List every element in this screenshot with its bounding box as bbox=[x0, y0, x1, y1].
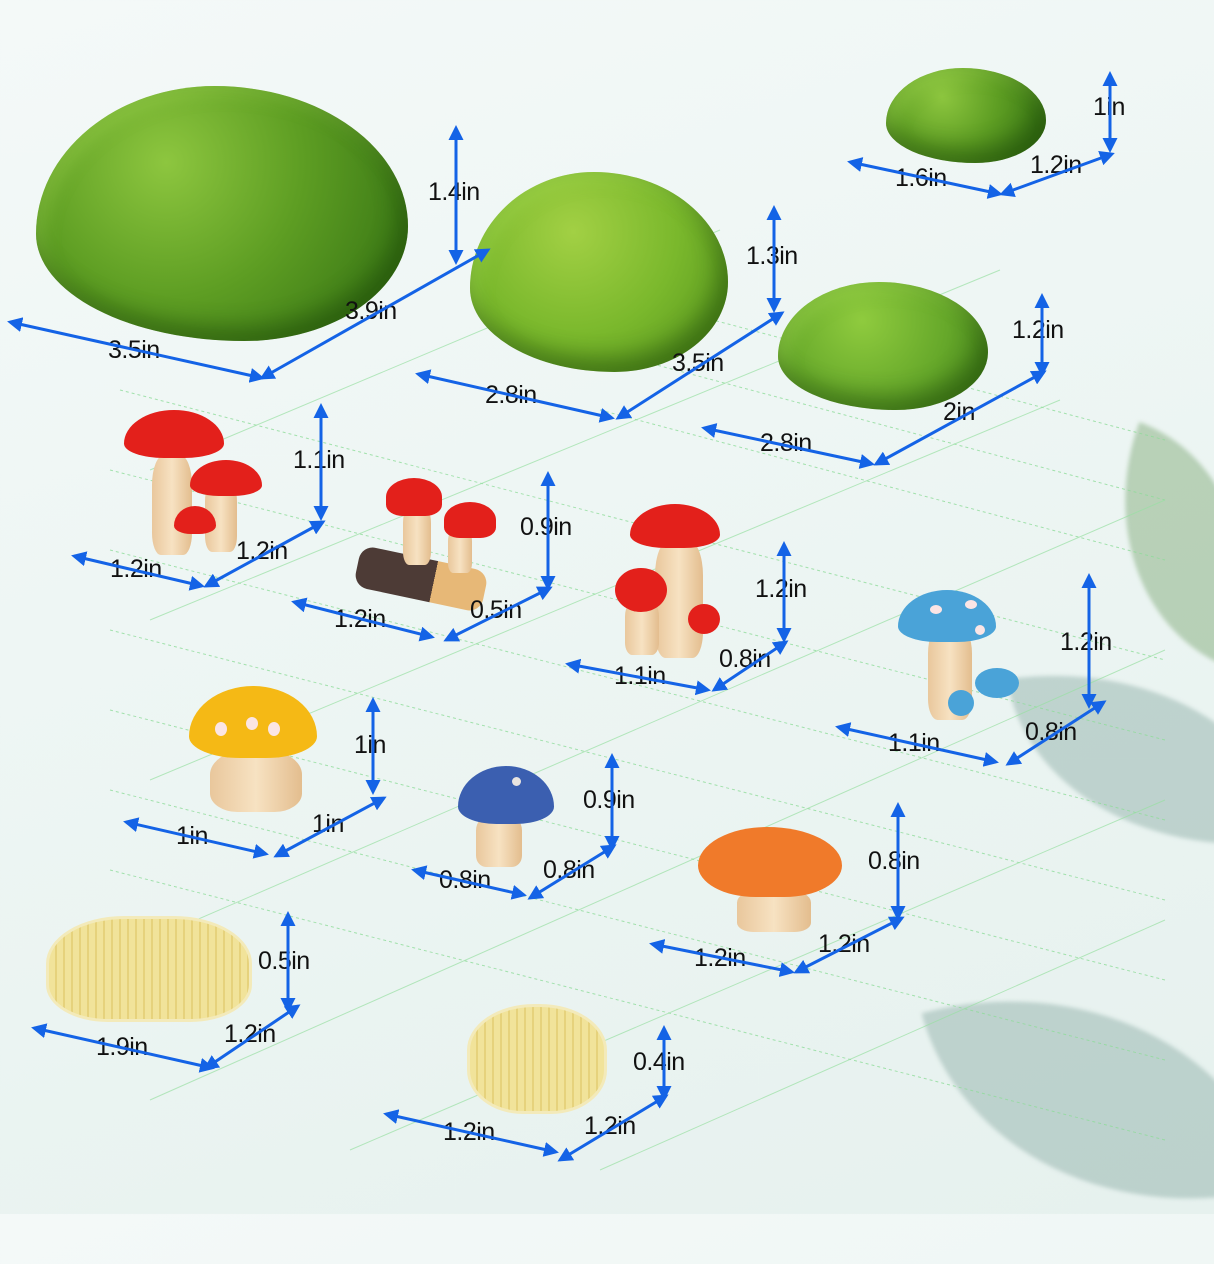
cap-spot bbox=[215, 722, 227, 736]
navy-cap bbox=[458, 766, 554, 824]
red-tall-height-label: 1.2in bbox=[755, 575, 807, 603]
red-cap bbox=[688, 604, 720, 634]
moss-medium-depth-label: 3.5in bbox=[672, 349, 724, 377]
red-cap bbox=[615, 568, 667, 612]
leaf-shadow-bottom-right bbox=[921, 935, 1214, 1264]
orange-cap bbox=[698, 827, 842, 897]
cap-spot bbox=[246, 717, 258, 730]
red-cap bbox=[124, 410, 224, 458]
red-log-width-label: 1.2in bbox=[334, 605, 386, 633]
leaf-shadow-mid-right bbox=[1007, 642, 1214, 878]
blue-cap bbox=[975, 668, 1019, 698]
red-triple-height-label: 1.1in bbox=[293, 446, 345, 474]
moss-large-depth-label: 3.9in bbox=[345, 297, 397, 325]
red-triple-depth-label: 1.2in bbox=[236, 537, 288, 565]
moss-medium-height-label: 1.3in bbox=[746, 242, 798, 270]
oval-basket-image bbox=[46, 916, 252, 1022]
red-cap bbox=[630, 504, 720, 548]
blue-cap bbox=[948, 690, 974, 716]
red-cap bbox=[386, 478, 442, 516]
moss-small-mid-width-label: 2.8in bbox=[760, 429, 812, 457]
blue-spotted-width-label: 1.1in bbox=[888, 729, 940, 757]
red-cap bbox=[444, 502, 496, 538]
moss-medium-width-label: 2.8in bbox=[485, 381, 537, 409]
stem bbox=[152, 455, 192, 555]
moss-stone-medium-image bbox=[470, 172, 728, 372]
red-tall-depth-label: 0.8in bbox=[719, 645, 771, 673]
moss-small-top-depth-label: 1.2in bbox=[1030, 151, 1082, 179]
stem bbox=[210, 750, 302, 812]
red-triple-width-label: 1.2in bbox=[110, 555, 162, 583]
red-log-height-label: 0.9in bbox=[520, 513, 572, 541]
cap-spot bbox=[512, 777, 521, 786]
cap-spot bbox=[965, 600, 977, 609]
orange-width-label: 1.2in bbox=[694, 944, 746, 972]
moss-large-width-label: 3.5in bbox=[108, 336, 160, 364]
navy-width-label: 0.8in bbox=[439, 866, 491, 894]
moss-stone-small-mid-image bbox=[778, 282, 988, 410]
moss-small-top-height-label: 1in bbox=[1093, 93, 1125, 121]
cap-spot bbox=[930, 605, 942, 614]
oval-basket-width-label: 1.9in bbox=[96, 1033, 148, 1061]
moss-small-mid-height-label: 1.2in bbox=[1012, 316, 1064, 344]
moss-small-top-width-label: 1.6in bbox=[895, 164, 947, 192]
blue-spotted-height-label: 1.2in bbox=[1060, 628, 1112, 656]
yellow-depth-label: 1in bbox=[312, 810, 344, 838]
product-dimension-infographic: 1.4in 3.9in 3.5in 1.3in 3.5in 2.8in 1in … bbox=[7, 68, 1214, 1264]
oval-basket-depth-label: 1.2in bbox=[224, 1020, 276, 1048]
navy-depth-label: 0.8in bbox=[543, 856, 595, 884]
round-basket-width-label: 1.2in bbox=[443, 1118, 495, 1146]
yellow-width-label: 1in bbox=[176, 822, 208, 850]
moss-small-mid-depth-label: 2in bbox=[943, 398, 975, 426]
orange-height-label: 0.8in bbox=[868, 847, 920, 875]
blue-spotted-depth-label: 0.8in bbox=[1025, 718, 1077, 746]
round-basket-image bbox=[467, 1004, 607, 1114]
moss-large-height-label: 1.4in bbox=[428, 178, 480, 206]
orange-depth-label: 1.2in bbox=[818, 930, 870, 958]
red-log-depth-label: 0.5in bbox=[470, 596, 522, 624]
oval-basket-height-label: 0.5in bbox=[258, 947, 310, 975]
moss-stone-small-top-image bbox=[886, 68, 1046, 163]
red-cap bbox=[190, 460, 262, 496]
cap-spot bbox=[975, 625, 985, 635]
round-basket-depth-label: 1.2in bbox=[584, 1112, 636, 1140]
red-tall-width-label: 1.1in bbox=[614, 662, 666, 690]
navy-height-label: 0.9in bbox=[583, 786, 635, 814]
round-basket-height-label: 0.4in bbox=[633, 1048, 685, 1076]
yellow-height-label: 1in bbox=[354, 731, 386, 759]
cap-spot bbox=[268, 722, 280, 736]
